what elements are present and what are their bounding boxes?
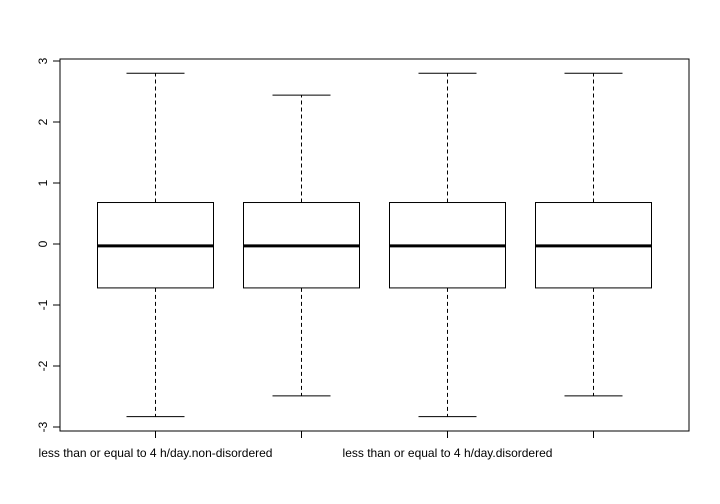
y-tick-label: 3 xyxy=(36,57,50,64)
y-tick-label: -3 xyxy=(36,421,50,432)
boxes-group xyxy=(97,72,652,418)
x-tick-label: less than or equal to 4 h/day.non-disord… xyxy=(39,446,273,460)
y-tick-label: 2 xyxy=(36,118,50,125)
box-4 xyxy=(535,72,652,397)
y-axis: -3 -2 -1 0 1 2 3 xyxy=(36,57,60,432)
box-3 xyxy=(389,72,506,418)
x-tick-label: less than or equal to 4 h/day.disordered xyxy=(343,446,553,460)
y-tick-label: -1 xyxy=(36,299,50,310)
plot-frame xyxy=(59,58,690,432)
box-1 xyxy=(97,72,214,418)
box-2 xyxy=(243,94,360,397)
y-tick-label: -2 xyxy=(36,360,50,371)
y-tick-label: 0 xyxy=(36,240,50,247)
x-axis: less than or equal to 4 h/day.non-disord… xyxy=(39,431,594,460)
y-tick-label: 1 xyxy=(36,179,50,186)
